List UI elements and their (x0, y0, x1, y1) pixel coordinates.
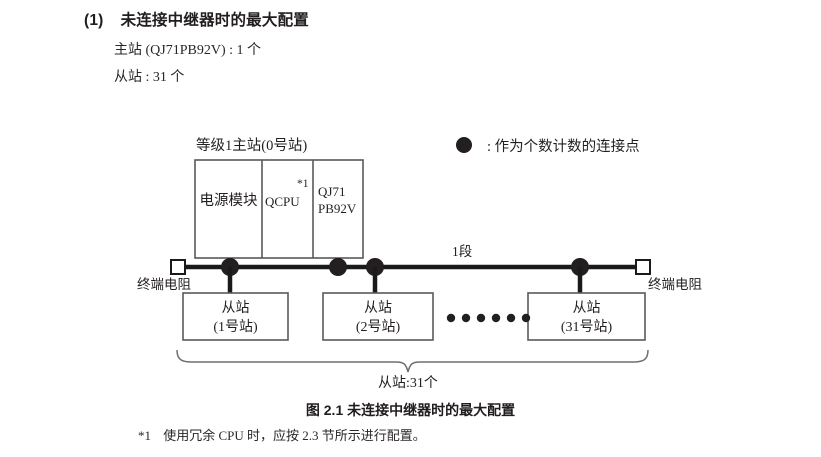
qcpu-footnote-mark: *1 (297, 178, 309, 190)
terminator-right-label: 终端电阻 (648, 277, 702, 292)
section-title: 未连接中继器时的最大配置 (120, 12, 309, 29)
slave-station-2-box (322, 292, 434, 341)
terminator-right-icon (635, 259, 651, 275)
slave-station-31-label-line1: 从站 (573, 300, 601, 316)
slave-station-31-label-line2: (31号站) (561, 319, 613, 335)
terminator-left-icon (170, 259, 186, 275)
ellipsis-dots (446, 313, 531, 323)
slave-station-1-box (182, 292, 289, 341)
slave-station-2-label-line2: (2号站) (356, 319, 401, 335)
legend-text: : 作为个数计数的连接点 (487, 138, 640, 155)
segment-label: 1段 (452, 244, 472, 259)
slave-station-2-label-line1: 从站 (364, 300, 392, 316)
qcpu-module-label: QCPU (265, 194, 300, 209)
slave-group-brace (176, 349, 649, 373)
footnote: *1 使用冗余 CPU 时，应按 2.3 节所示进行配置。 (138, 425, 426, 444)
master-rack-outline (194, 159, 364, 259)
qj71pb92v-label-line2: PB92V (318, 201, 357, 216)
master-station-label: 等级1主站(0号站) (196, 136, 307, 154)
spec-master-count: 主站 (QJ71PB92V) : 1 个 (114, 43, 262, 58)
power-supply-module-label: 电源模块 (200, 192, 258, 209)
footnote-text: 使用冗余 CPU 时，应按 2.3 节所示进行配置。 (163, 428, 426, 443)
legend-dot-icon (456, 137, 472, 153)
qj71pb92v-label-line1: QJ71 (318, 184, 345, 199)
terminator-left-label: 终端电阻 (137, 277, 191, 292)
connection-dot-master (329, 258, 347, 276)
slave-station-1-label-line1: 从站 (222, 300, 250, 316)
heading-block: (1) 未连接中继器时的最大配置 主站 (QJ71PB92V) : 1 个 从站… (84, 8, 644, 86)
spec-slave-count: 从站 : 31 个 (114, 70, 185, 85)
footnote-mark: *1 (138, 428, 151, 443)
slave-group-brace-label: 从站:31个 (378, 375, 438, 391)
slave-station-1-label-line2: (1号站) (213, 319, 258, 335)
section-number: (1) (84, 12, 104, 29)
figure-caption: 图 2.1 未连接中继器时的最大配置 (305, 402, 516, 418)
page-title: (1) 未连接中继器时的最大配置 (84, 8, 644, 30)
